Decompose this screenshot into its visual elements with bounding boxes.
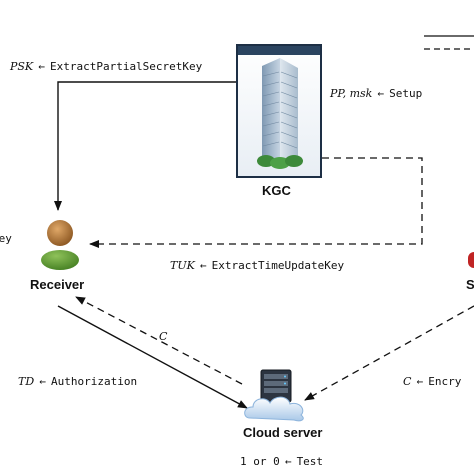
test-func: Test: [296, 455, 324, 468]
td-edge-label: TD ← Authorization: [18, 370, 137, 389]
receiver-node: [38, 214, 82, 270]
tuk-edge-label: TUK ← ExtractTimeUpdateKey: [170, 254, 344, 273]
encrypt-var: C: [403, 375, 412, 388]
td-edge: [57, 305, 248, 409]
test-arrow: ←: [284, 455, 292, 468]
test-var: 1 or 0: [240, 455, 280, 468]
encrypt-edge: [304, 305, 474, 401]
c-return-edge: [75, 296, 243, 385]
setup-arrow: ←: [377, 87, 385, 100]
cloud-server-label: Cloud server: [243, 425, 323, 440]
tuk-var: TUK: [170, 259, 195, 272]
tuk-arrow: ←: [199, 259, 207, 272]
setup-var: PP, msk: [330, 87, 373, 100]
person-icon: [41, 220, 79, 270]
tuk-edge: [89, 157, 423, 248]
psk-edge: [54, 81, 236, 211]
encrypt-edge-label: C ← Encry: [403, 370, 461, 389]
setup-edge-label: PP, msk ← Setup: [330, 82, 422, 101]
server-cloud-icon: [244, 369, 304, 422]
psk-edge-label: PSK ← ExtractPartialSecretKey: [10, 55, 202, 74]
cloud-server-node: [244, 368, 308, 422]
encrypt-func: Encry: [428, 375, 462, 388]
psk-var: PSK: [10, 60, 34, 73]
kgc-node: [236, 44, 322, 178]
test-edge-label: 1 or 0 ← Test: [240, 450, 323, 469]
td-func: Authorization: [50, 375, 138, 388]
td-arrow: ←: [39, 375, 46, 388]
sender-label: S: [466, 277, 474, 292]
tuk-func: ExtractTimeUpdateKey: [211, 259, 345, 272]
receiver-label: Receiver: [30, 277, 85, 292]
psk-arrow: ←: [38, 60, 45, 73]
sender-icon-edge: [468, 252, 474, 268]
psk-func: ExtractPartialSecretKey: [49, 60, 203, 73]
building-icon: [236, 44, 322, 178]
encrypt-arrow: ←: [416, 375, 424, 388]
setup-func: Setup: [389, 87, 423, 100]
kgc-label: KGC: [262, 183, 291, 198]
left-cut-label: Key: [0, 232, 12, 245]
td-var: TD: [18, 375, 35, 388]
c-return-label: C: [159, 330, 168, 343]
